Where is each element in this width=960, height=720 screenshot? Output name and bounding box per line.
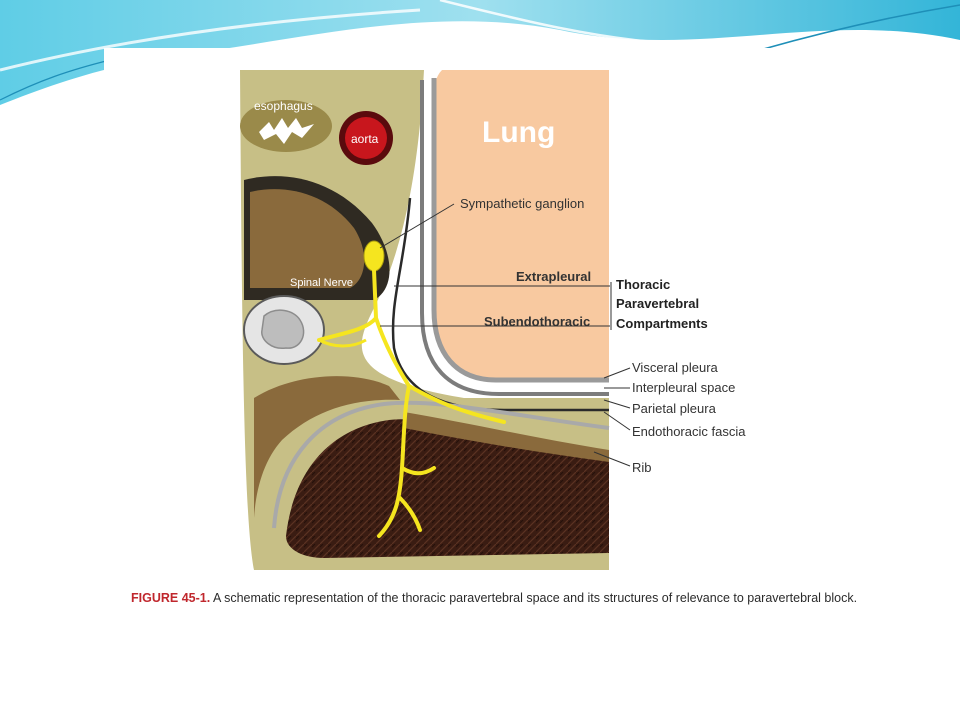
lung <box>432 70 609 378</box>
spinal-nerve-root <box>318 338 367 348</box>
esophagus-label: esophagus <box>254 99 313 113</box>
subendothoracic-label: Subendothoracic <box>484 314 590 329</box>
visceral-pleura <box>431 78 609 383</box>
lung-label: Lung <box>482 116 555 149</box>
spinal-cord <box>261 309 305 349</box>
leader-lines <box>379 203 631 467</box>
figure-caption: FIGURE 45-1. A schematic representation … <box>131 590 861 606</box>
sympathetic-ganglion <box>363 240 385 272</box>
compartments-label-line3: Compartments <box>616 316 708 331</box>
aorta-wall <box>345 117 387 159</box>
esophagus-lumen <box>259 118 314 144</box>
compartments-label-line2: Paravertebral <box>616 296 699 311</box>
figure-number: FIGURE 45-1. <box>131 591 211 605</box>
rib-label: Rib <box>632 460 652 475</box>
caption-text: A schematic representation of the thorac… <box>210 591 858 605</box>
spinal-nerve-label: Spinal Nerve <box>290 277 353 289</box>
interpleural-space-label: Interpleural space <box>632 380 735 395</box>
rib-muscle <box>286 419 609 558</box>
sympathetic-ganglion-label: Sympathetic ganglion <box>460 196 584 211</box>
vertebral-body <box>250 189 365 288</box>
endothoracic-fascia-label: Endothoracic fascia <box>632 424 746 439</box>
spinal-nerve <box>317 268 506 538</box>
extrapleural-label: Extrapleural <box>516 269 591 284</box>
rib <box>404 412 609 462</box>
aorta-label: aorta <box>351 132 379 146</box>
parietal-pleura <box>420 80 609 396</box>
compartments-label-line1: Thoracic <box>616 277 670 292</box>
parietal-pleura-label: Parietal pleura <box>632 401 717 416</box>
rib-outer-band <box>272 400 610 529</box>
paravertebral-diagram: esophagus aorta Lung Spinal Nerve Sympat… <box>240 70 746 570</box>
transverse-process <box>254 376 400 518</box>
visceral-pleura-label: Visceral pleura <box>632 360 719 375</box>
